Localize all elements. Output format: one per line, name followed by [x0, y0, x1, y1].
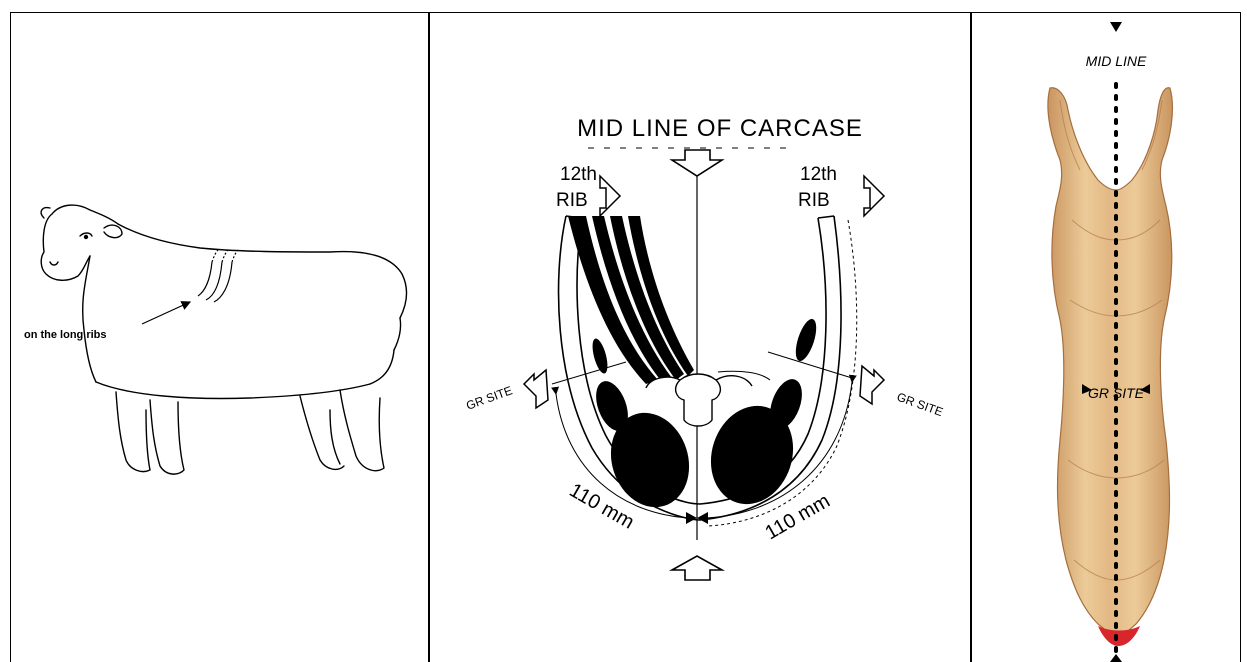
midline-bottom-arrow [668, 555, 726, 581]
rib-right-label-2: RIB [798, 190, 830, 211]
mid-line-title: MID LINE OF CARCASE [577, 115, 863, 142]
gr-right-arrow [859, 364, 886, 406]
gr-site-right-label: GR SITE [895, 390, 945, 420]
long-ribs-label: on the long ribs [24, 329, 107, 341]
gr-left-arrow [522, 368, 549, 410]
gr-left-marker [1082, 384, 1092, 394]
rib-left-arrow [599, 174, 622, 218]
vertebra [645, 370, 771, 427]
muscle-blobs [592, 318, 817, 508]
carcase-photo-panel: MID LINE GR SITE [1047, 22, 1173, 662]
rib-right-label-1: 12th [800, 164, 837, 185]
gr-right-line [767, 351, 853, 379]
gr-site-photo-label: GR SITE [1088, 385, 1145, 401]
carcase-body [1047, 87, 1173, 641]
rib-left-label-2: RIB [556, 190, 588, 211]
bottom-marker-arrow [1110, 654, 1122, 662]
sheep-panel: on the long ribs [24, 204, 408, 475]
arc-meeting-point [686, 512, 708, 524]
rib-right-arrow [863, 174, 886, 218]
midline-top-arrow [669, 149, 725, 177]
arc-right [705, 374, 857, 519]
rib-bands [568, 216, 694, 384]
arc-left [551, 386, 691, 519]
mid-line-label: MID LINE [1086, 53, 1147, 69]
figure-table [10, 12, 1241, 662]
cross-section-panel: MID LINE OF CARCASE 12th RIB 12th RIB [464, 115, 945, 581]
dist-right-label: 110 mm [762, 490, 834, 544]
column-divider [428, 12, 430, 662]
sheep-outline [40, 204, 408, 475]
gr-site-left-label: GR SITE [464, 383, 514, 413]
carcase-red-tip [1098, 626, 1140, 646]
gr-left-line [551, 361, 627, 385]
rib-marks [197, 249, 239, 303]
rib-pointer-arrow [141, 301, 192, 325]
column-divider [970, 12, 972, 662]
gr-right-marker [1140, 384, 1150, 394]
top-marker-arrow [1110, 22, 1122, 32]
rib-left-label-1: 12th [560, 164, 597, 185]
